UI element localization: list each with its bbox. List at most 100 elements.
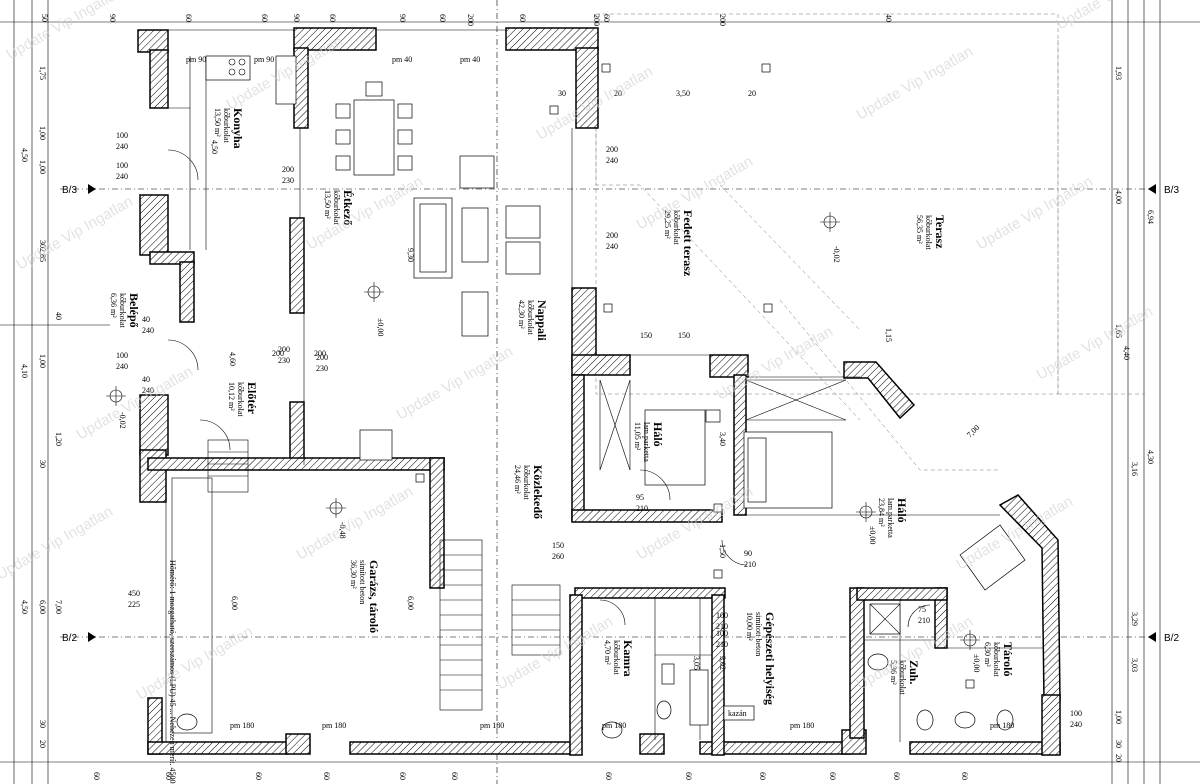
dim-top-7: 60 xyxy=(438,14,447,22)
dim-30: 30 xyxy=(558,89,566,98)
dim-20b: 20 xyxy=(748,89,756,98)
dim-left-1: 1,00 xyxy=(38,126,47,140)
room-halo-1-name: Háló xyxy=(651,422,665,447)
room-halo-2-area: 23,84 m² xyxy=(877,498,886,527)
dim-9-30: 9,30 xyxy=(406,248,415,262)
dim-20a: 20 xyxy=(614,89,622,98)
room-terasz: Terasz kőburkolat 56,35 m² xyxy=(915,215,947,250)
dim-left-15: 20 xyxy=(38,740,47,748)
room-garazs: Garázs, tároló simított beton 36,30 m² xyxy=(349,560,381,633)
dim-bottom-7: 60 xyxy=(684,772,693,780)
dim-bottom-5: 60 xyxy=(450,772,459,780)
room-terasz-name: Terasz xyxy=(933,215,947,249)
dimensions-left: 1,751,001,004,502,8530401,004,10301,204,… xyxy=(20,66,63,748)
pm180-label-6: pm 180 xyxy=(990,721,1014,730)
dim-left-10: 1,20 xyxy=(54,432,63,446)
staircase xyxy=(207,439,561,711)
room-garazs-name: Garázs, tároló xyxy=(367,560,381,633)
pm180-label-5: pm 180 xyxy=(790,721,814,730)
level-belepo-text: -0,02 xyxy=(118,412,127,429)
room-garazs-area: 36,30 m² xyxy=(349,560,358,589)
dim-6-00-garage: 6,00 xyxy=(230,596,239,610)
dim-3-40: 3,40 xyxy=(718,432,727,446)
dim-4-50-konyha: 4,50 xyxy=(210,140,219,154)
room-tarolo-area: 6,30 m² xyxy=(983,642,992,667)
room-zuh-area: 5,36 m² xyxy=(889,660,898,685)
level-terasz-text: -0,02 xyxy=(832,246,841,263)
room-nappali: Nappali kőburkolat 42,30 m² xyxy=(517,300,549,341)
room-halo-2-floor: lam.parketta xyxy=(886,498,895,538)
watermark-text: Update Vip Ingatlan xyxy=(74,363,196,443)
room-kamra: Kamra kőburkolat 4,70 m² xyxy=(603,640,635,677)
dim-left-13: 6,00 xyxy=(38,600,47,614)
pm180-label-2: pm 180 xyxy=(322,721,346,730)
room-kamra-floor: kőburkolat xyxy=(612,640,621,675)
dim-3-05: 3,05 xyxy=(692,656,701,670)
axis-b3-left: B/3 xyxy=(62,185,77,196)
watermark-text: Update Vip Ingatlan xyxy=(974,173,1096,253)
dim-top-6: 90 xyxy=(398,14,407,22)
door-swings xyxy=(167,149,931,628)
dim-bottom-3: 60 xyxy=(322,772,331,780)
room-etkezo-name: Étkező xyxy=(341,190,355,225)
room-nappali-floor: kőburkolat xyxy=(526,300,535,335)
level-main-text: ±0,00 xyxy=(376,318,385,336)
room-halo-1-floor: lam.parketta xyxy=(642,422,651,462)
dim-200-5: 200 xyxy=(314,349,326,358)
dim-top-11: 60 xyxy=(602,14,611,22)
dim-bottom-1: 60 xyxy=(164,772,173,780)
level-tarolo: ±0,00 xyxy=(960,630,981,672)
pm180-label-1: pm 180 xyxy=(230,721,254,730)
window-labels: pm 90 pm 90 pm 40 pm 40 pm 180 pm 180 pm… xyxy=(168,55,1014,784)
room-konyha: Konyha kőburkolat 13,50 m² xyxy=(213,108,245,149)
dim-right-1: 4,00 xyxy=(1114,190,1123,204)
level-tarolo-text: ±0,00 xyxy=(972,654,981,672)
dim-bottom-8: 60 xyxy=(758,772,767,780)
dim-right-3: 1,65 xyxy=(1114,324,1123,338)
dim-bottom-4: 60 xyxy=(398,772,407,780)
walls xyxy=(137,27,1061,756)
pm180-label-3: pm 180 xyxy=(480,721,504,730)
dim-top-4: 90 xyxy=(292,14,301,22)
room-fedett-terasz-floor: kőburkolat xyxy=(672,210,681,245)
room-zuh-floor: kőburkolat xyxy=(898,660,907,695)
room-belepo-floor: kőburkolat xyxy=(118,293,127,328)
axis-b3-right: B/3 xyxy=(1164,185,1179,196)
dim-right-7: 3,29 xyxy=(1130,612,1139,626)
dim-left-14: 30 xyxy=(38,720,47,728)
axis-b2-right: B/2 xyxy=(1164,633,1179,644)
dim-top-2: 60 xyxy=(184,14,193,22)
pm40-label-1: pm 40 xyxy=(392,55,412,64)
dim-left-2: 1,00 xyxy=(38,160,47,174)
level-garazs-text: -0,48 xyxy=(338,522,347,539)
dim-7-00: 7,00 xyxy=(965,423,981,439)
watermark-text: Update Vip Ingatlan xyxy=(634,483,756,563)
dim-right-6: 3,03 xyxy=(1130,658,1139,672)
room-halo-2-name: Háló xyxy=(895,498,909,523)
room-kozlekedo: Közlekedő kőburkolat 24,46 m² xyxy=(513,465,545,519)
room-etkezo-floor: kőburkolat xyxy=(332,190,341,225)
dimensions-misc: 3,50 20 20 30 9,30 4,60 6,00 6,00 3,40 4… xyxy=(210,89,1131,670)
level-markers: ±0,00 -0,02 -0,02 -0,48 ±0,00 xyxy=(106,212,981,672)
pm90-label-1: pm 90 xyxy=(186,55,206,64)
interior-walls xyxy=(165,29,1044,742)
dim-bottom-0: 60 xyxy=(92,772,101,780)
room-nappali-name: Nappali xyxy=(535,300,549,341)
room-halo-1-area: 11,05 m² xyxy=(633,422,642,451)
room-konyha-name: Konyha xyxy=(231,108,245,149)
dim-1-50: 1,50 xyxy=(718,544,727,558)
room-zuh: Zuh. kőburkolat 5,36 m² xyxy=(889,660,921,695)
level-garazs: -0,48 xyxy=(326,498,347,539)
dim-right-0: 1,93 xyxy=(1114,66,1123,80)
